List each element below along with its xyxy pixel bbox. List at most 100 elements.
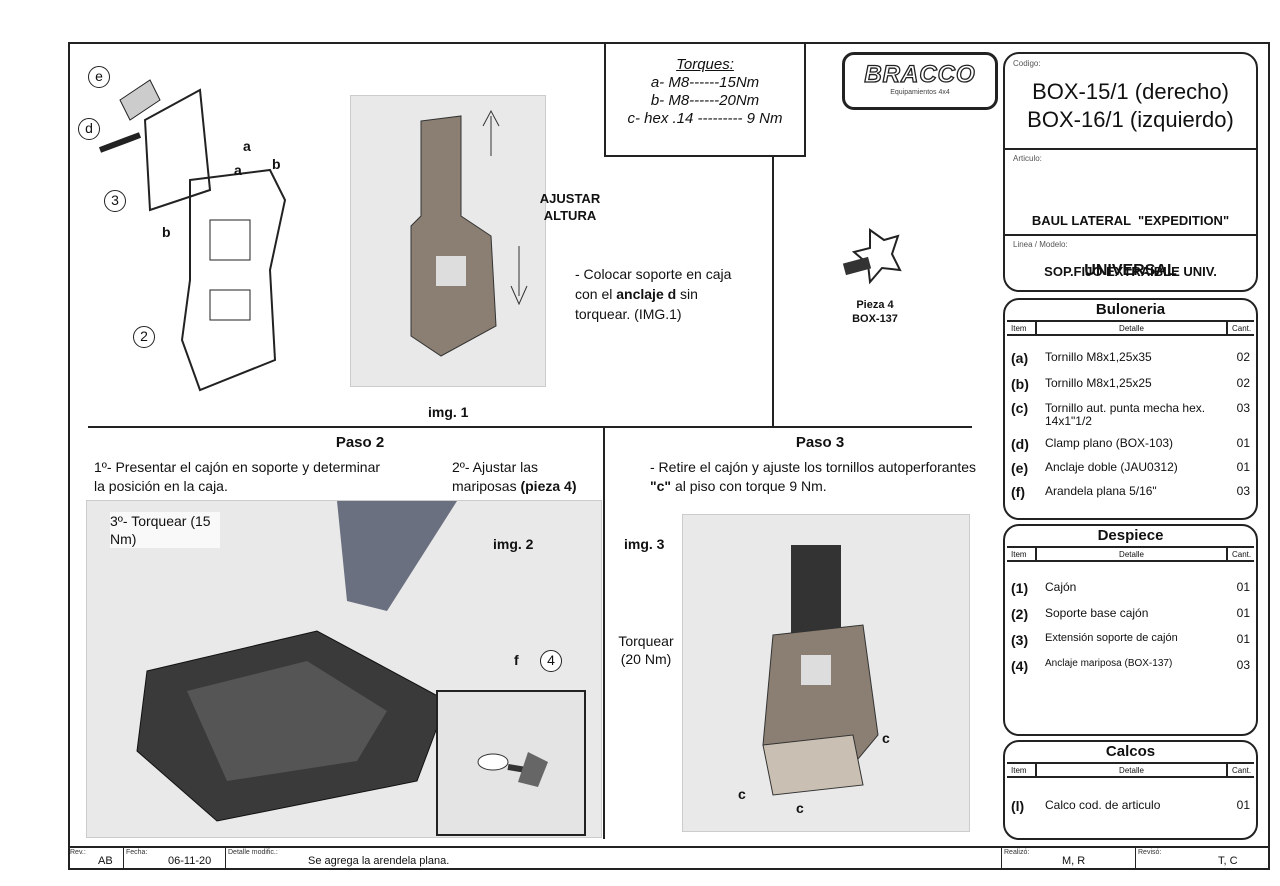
logo-name: BRACCO: [864, 60, 976, 88]
torques-title: Torques:: [676, 56, 734, 73]
row-detalle: Clamp plano (BOX-103): [1045, 436, 1174, 450]
col-item: Item: [1007, 764, 1037, 776]
row-item: (b): [1011, 376, 1029, 392]
fecha-label: Fecha:: [126, 849, 148, 856]
reviso-cell: Revisó:T, C: [1136, 848, 1268, 870]
callout-c: c: [738, 786, 746, 802]
table-row: (f) Arandela plana 5/16" 03: [1011, 484, 1250, 500]
divider: [1005, 148, 1256, 150]
despiece-title: Despiece: [1097, 527, 1164, 544]
rev-label: Rev.:: [70, 849, 86, 856]
callout-a: a: [243, 138, 251, 154]
table-row: (4)Anclaje mariposa (BOX-137)03: [1011, 658, 1250, 674]
articulo-line: SOP.FIJO EXTRAIBLE UNIV.: [1044, 264, 1217, 279]
rev-value: AB: [98, 855, 113, 867]
instruction-bold: "c": [650, 478, 672, 494]
table-row: (e) Anclaje doble (JAU0312) 01: [1011, 460, 1250, 476]
linea-label: Linea / Modelo:: [1013, 240, 1068, 249]
callout-4: 4: [540, 650, 562, 672]
row-item: (a): [1011, 350, 1029, 366]
row-cant: 01: [1236, 580, 1250, 594]
instruction-text: 2º- Ajustar las mariposas: [452, 459, 539, 494]
fecha-cell: Fecha: 06-11-20: [124, 848, 226, 870]
row-cant: 01: [1236, 798, 1250, 812]
row-detalle: Extensión soporte de cajón: [1045, 632, 1178, 644]
torque-line: c- hex .14 --------- 9 Nm: [627, 110, 783, 127]
reviso-label: Revisó:: [1138, 849, 1162, 856]
pieza-code: BOX-137: [852, 313, 898, 325]
realizo-cell: Realizó:M, R: [1002, 848, 1136, 870]
fecha-value: 06-11-20: [168, 855, 212, 867]
callout-c: c: [882, 730, 890, 746]
row-cant: 01: [1236, 436, 1250, 450]
row-item: (c): [1011, 400, 1029, 416]
step1-instruction: - Colocar soporte en caja con el anclaje…: [575, 264, 755, 324]
row-cant: 02: [1236, 376, 1250, 390]
img-2-label: img. 2: [493, 536, 534, 552]
detalle-label: Detalle modific.:: [228, 849, 278, 856]
pieza-caption: Pieza 4 BOX-137: [830, 298, 920, 326]
row-cant: 02: [1236, 350, 1250, 364]
col-detalle: Detalle: [1037, 548, 1228, 560]
rev-cell: Rev.: AB: [68, 848, 124, 870]
row-item: (e): [1011, 460, 1029, 476]
instruction-text: - Colocar soporte en caja con el: [575, 266, 732, 302]
row-item: (2): [1011, 606, 1029, 622]
col-cant: Cant.: [1232, 324, 1252, 333]
butterfly-knob-icon: [842, 228, 902, 285]
drawing-frame: [68, 42, 1270, 870]
adjust-height-label: AJUSTAR ALTURA: [539, 191, 601, 223]
callout-2: 2: [133, 326, 155, 348]
row-item: (4): [1011, 658, 1029, 674]
detalle-cell: Detalle modific.: Se agrega la arendela p…: [226, 848, 1002, 870]
row-cant: 01: [1236, 606, 1250, 620]
articulo-line: BAUL LATERAL "EXPEDITION": [1031, 213, 1230, 228]
detalle-value: Se agrega la arendela plana.: [308, 855, 450, 867]
codigo-line: BOX-16/1 (izquierdo): [1027, 107, 1234, 132]
img-3-photo: [682, 514, 970, 832]
detail-inset: [436, 690, 586, 836]
row-detalle: Tornillo M8x1,25x25: [1045, 376, 1152, 390]
revision-footer: Rev.: AB Fecha: 06-11-20 Detalle modific.:…: [68, 846, 1270, 870]
row-item: (3): [1011, 632, 1029, 648]
row-detalle: Tornillo aut. punta mecha hex. 14x1"1/2: [1045, 401, 1206, 428]
img-1-label: img. 1: [428, 404, 469, 420]
realizo-value: M, R: [1062, 855, 1086, 867]
row-detalle: Arandela plana 5/16": [1045, 484, 1157, 498]
step2-text2: 2º- Ajustar las mariposas (pieza 4): [452, 458, 602, 496]
calcos-title: Calcos: [1105, 743, 1156, 760]
callout-3: 3: [104, 190, 126, 212]
row-detalle: Cajón: [1045, 580, 1077, 594]
row-cant: 01: [1236, 460, 1250, 474]
buloneria-title: Buloneria: [1095, 301, 1166, 318]
codigo-label: Codigo:: [1013, 59, 1041, 68]
row-item: (d): [1011, 436, 1029, 452]
col-cant: Cant.: [1232, 550, 1252, 559]
divider: [1005, 234, 1256, 236]
img-3-label: img. 3: [624, 536, 665, 552]
callout-e: e: [88, 66, 110, 88]
row-cant: 03: [1236, 484, 1250, 498]
step3-title: Paso 3: [795, 434, 845, 451]
row-item: (f): [1011, 484, 1025, 500]
step2-title: Paso 2: [335, 434, 385, 451]
info-block: Codigo: BOX-15/1 (derecho) BOX-16/1 (izq…: [1003, 52, 1258, 292]
articulo-value: BAUL LATERAL "EXPEDITION" SOP.FIJO EXTRA…: [1005, 178, 1256, 314]
col-detalle: Detalle: [1037, 764, 1228, 776]
row-detalle: Anclaje doble (JAU0312): [1045, 460, 1178, 474]
bracket-exploded-drawing: [98, 79, 287, 392]
table-row: (d) Clamp plano (BOX-103) 01: [1011, 436, 1250, 452]
row-cant: 03: [1236, 658, 1250, 672]
instruction-bold: (pieza 4): [520, 478, 577, 494]
table-row: (c) Tornillo aut. punta mecha hex. 14x1"1…: [1011, 400, 1250, 428]
logo-tagline: Equipamientos 4x4: [890, 89, 950, 96]
img-2-photo: [86, 500, 602, 838]
torque-line: a- M8------15Nm: [650, 74, 760, 91]
callout-b: b: [272, 156, 281, 172]
col-item: Item: [1007, 548, 1037, 560]
row-cant: 01: [1236, 632, 1250, 646]
